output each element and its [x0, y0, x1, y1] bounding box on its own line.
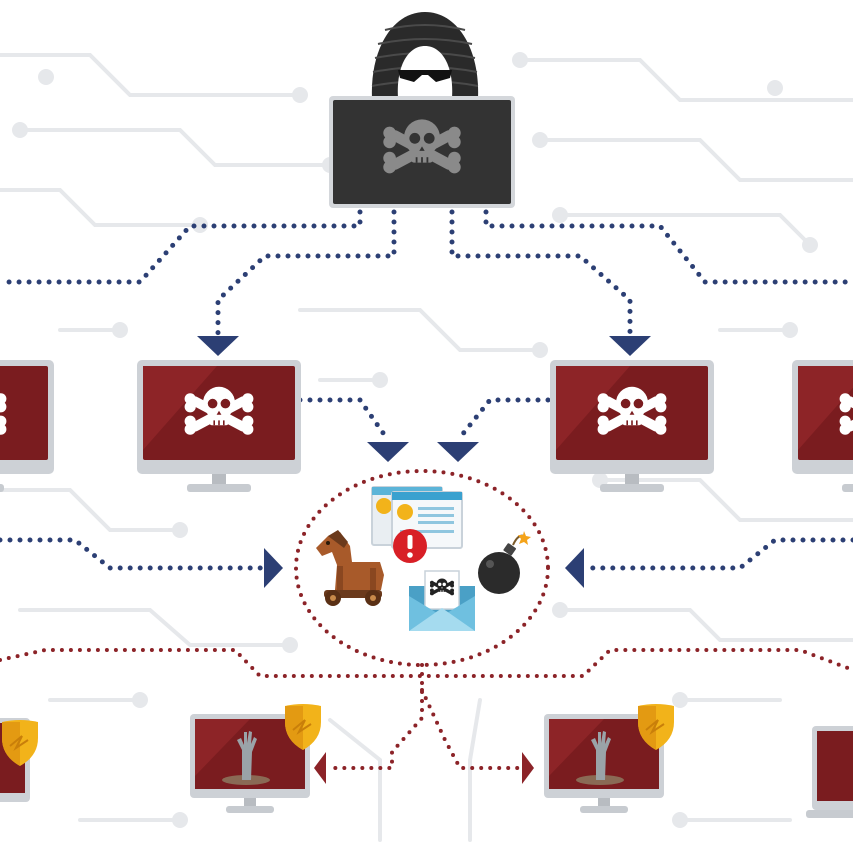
arrow-down-icon	[367, 442, 409, 462]
zombie-computer	[806, 726, 853, 818]
infected-computer	[0, 360, 54, 492]
zombie-hand-icon	[576, 731, 624, 785]
link-right-to-payload	[455, 397, 551, 443]
arrow-left-icon	[314, 752, 326, 784]
circuit-nodes	[12, 52, 818, 828]
hooded-hacker-icon	[371, 12, 479, 98]
zombie-hand-icon	[222, 731, 270, 785]
attack-links	[0, 209, 853, 571]
attacker-laptop	[329, 96, 515, 208]
link-to-left	[215, 209, 397, 337]
link-farleft-to-payload	[0, 537, 268, 571]
arrow-down-icon	[197, 336, 239, 356]
infected-email-icon	[409, 570, 475, 631]
shield-icon	[285, 704, 321, 750]
infected-computer	[550, 360, 714, 492]
payload-boundary	[294, 469, 550, 667]
spread-arrows	[314, 752, 534, 784]
shield-icon	[638, 704, 674, 750]
link-left-to-payload	[297, 397, 391, 443]
malware-payload	[316, 486, 531, 631]
zombie-computer	[544, 714, 664, 813]
link-to-far-right	[483, 209, 853, 285]
attack-arrows	[197, 336, 651, 588]
circuit-background	[0, 53, 853, 842]
arrow-down-icon	[437, 442, 479, 462]
arrow-right-icon	[264, 548, 283, 588]
link-to-far-left	[0, 209, 363, 285]
arrow-left-icon	[565, 548, 584, 588]
popup-alert-icon	[371, 486, 463, 563]
spread-links	[0, 469, 853, 770]
link-to-right	[449, 209, 633, 337]
link-farright-to-payload	[582, 537, 853, 571]
arrow-right-icon	[522, 752, 534, 784]
bomb-icon	[478, 531, 531, 594]
infected-computer	[792, 360, 853, 492]
arrow-down-icon	[609, 336, 651, 356]
trojan-horse-icon	[316, 530, 384, 606]
infected-computer	[137, 360, 301, 492]
attacker	[329, 12, 515, 208]
zombie-computer	[190, 714, 310, 813]
shield-icon	[2, 720, 38, 766]
